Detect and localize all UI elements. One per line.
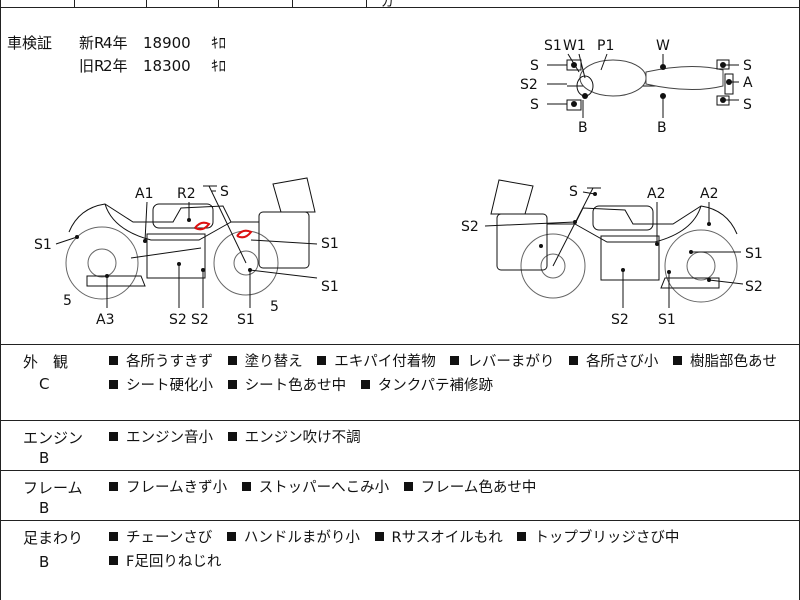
section-items: チェーンさび ハンドルまがり小 Rサスオイルもれ トップブリッジさび中 F足回り… xyxy=(105,526,795,574)
inspection-new-kind: 新R xyxy=(79,34,105,52)
inspection-info: 車検証 新R 4年 18900 ｷﾛ 旧R 2年 18300 ｷﾛ xyxy=(7,32,241,76)
lbl-left-5-a: 5 xyxy=(63,293,72,309)
condition-item: 各所うすきず xyxy=(105,354,213,370)
condition-item: エンジン音小 xyxy=(105,430,213,446)
lbl-left-S: S xyxy=(220,184,229,200)
header-cell xyxy=(147,0,219,8)
lbl-left-A3: A3 xyxy=(96,312,114,328)
header-cell xyxy=(75,0,147,8)
condition-item: F足回りねじれ xyxy=(105,554,221,570)
lbl-right-S1-a: S1 xyxy=(745,246,763,262)
section-frame: フレーム B フレームきず小 ストッパーへこみ小 フレーム色あせ中 xyxy=(1,471,800,521)
inspection-new-unit: ｷﾛ xyxy=(211,34,227,52)
lbl-top-W: W xyxy=(656,38,670,54)
header-strip: ガ xyxy=(1,0,800,10)
header-cell xyxy=(1,0,75,8)
section-suspension: 足まわり B チェーンさび ハンドルまがり小 Rサスオイルもれ トップブリッジさ… xyxy=(1,521,800,600)
condition-item: 樹脂部色あせ xyxy=(669,354,777,370)
section-category: フレーム xyxy=(23,479,83,497)
section-category: 外 観 xyxy=(23,353,69,371)
lbl-left-A1: A1 xyxy=(135,186,153,202)
lbl-left-S1-d: S1 xyxy=(321,279,339,295)
section-category: エンジン xyxy=(23,429,84,447)
bike-left-view: A1 R2 S S1 5 A3 S2 S2 S1 5 S1 S1 xyxy=(34,177,339,328)
condition-item: ハンドルまがり小 xyxy=(223,530,360,546)
lbl-top-S-c: S xyxy=(743,58,752,74)
section-exterior: 外 観 C 各所うすきず 塗り替え エキパイ付着物 レバーまがり 各所さび小 樹… xyxy=(1,345,800,421)
section-category: 足まわり xyxy=(23,529,84,547)
header-fragment: ガ xyxy=(381,0,395,10)
bike-right-view: S A2 A2 S2 S1 S2 S2 S1 xyxy=(461,179,763,328)
lbl-top-S-d: S xyxy=(743,97,752,113)
condition-item: Rサスオイルもれ xyxy=(371,530,503,546)
condition-item: 塗り替え xyxy=(224,354,303,370)
lbl-top-A: A xyxy=(743,75,753,91)
lbl-left-S2-a: S2 xyxy=(169,312,187,328)
header-cell xyxy=(219,0,293,8)
condition-item: 各所さび小 xyxy=(565,354,658,370)
lbl-top-W1: W1 xyxy=(563,38,586,54)
lbl-top-P1: P1 xyxy=(597,38,614,54)
condition-item: シート硬化小 xyxy=(105,378,213,394)
lbl-top-S1: S1 xyxy=(544,38,562,54)
lbl-top-B-b: B xyxy=(657,120,667,136)
lbl-left-5-b: 5 xyxy=(270,299,279,315)
lbl-right-S2-b: S2 xyxy=(745,279,763,295)
lbl-right-S: S xyxy=(569,184,578,200)
lbl-top-S-b: S xyxy=(530,97,539,113)
section-items: 各所うすきず 塗り替え エキパイ付着物 レバーまがり 各所さび小 樹脂部色あせ … xyxy=(105,350,795,398)
inspection-old-unit: ｷﾛ xyxy=(211,57,227,75)
diagram-area: 車検証 新R 4年 18900 ｷﾛ 旧R 2年 18300 ｷﾛ xyxy=(1,8,800,345)
lbl-left-S1-c: S1 xyxy=(321,236,339,252)
condition-item: トップブリッジさび中 xyxy=(513,530,679,546)
section-items: フレームきず小 ストッパーへこみ小 フレーム色あせ中 xyxy=(105,476,795,500)
lbl-right-A2-a: A2 xyxy=(647,186,665,202)
section-items: エンジン音小 エンジン吹け不調 xyxy=(105,426,795,450)
lbl-right-S2-c: S2 xyxy=(611,312,629,328)
inspection-old-years: 2年 xyxy=(103,57,128,75)
lbl-left-R2: R2 xyxy=(177,186,196,202)
section-grade: B xyxy=(39,449,50,467)
damage-diagram: S1 W1 P1 W S S2 S B B S A S xyxy=(34,38,763,328)
lbl-left-S1-a: S1 xyxy=(34,237,52,253)
section-grade: B xyxy=(39,553,50,571)
condition-item: チェーンさび xyxy=(105,530,212,546)
lbl-right-A2-b: A2 xyxy=(700,186,718,202)
lbl-top-S-a: S xyxy=(530,58,539,74)
condition-item: フレームきず小 xyxy=(105,480,227,496)
condition-item: レバーまがり xyxy=(446,354,554,370)
lbl-right-S2-a: S2 xyxy=(461,219,479,235)
bike-top-view: S1 W1 P1 W S S2 S B B S A S xyxy=(520,38,753,136)
inspection-old-price: 18300 xyxy=(143,57,191,75)
header-cell xyxy=(293,0,367,8)
inspection-old-kind: 旧R xyxy=(79,57,105,75)
lbl-left-S2-b: S2 xyxy=(191,312,209,328)
lbl-right-S1-b: S1 xyxy=(658,312,676,328)
section-grade: C xyxy=(39,375,50,393)
inspection-new-price: 18900 xyxy=(143,34,191,52)
lbl-top-S2: S2 xyxy=(520,77,538,93)
condition-item: フレーム色あせ中 xyxy=(400,480,536,496)
inspection-label: 車検証 xyxy=(7,34,53,52)
condition-item: タンクパテ補修跡 xyxy=(357,378,493,394)
condition-item: シート色あせ中 xyxy=(224,378,346,394)
inspection-new-years: 4年 xyxy=(103,34,128,52)
section-grade: B xyxy=(39,499,50,517)
condition-item: エンジン吹け不調 xyxy=(224,430,361,446)
lbl-top-B-a: B xyxy=(578,120,588,136)
section-engine: エンジン B エンジン音小 エンジン吹け不調 xyxy=(1,421,800,471)
condition-item: ストッパーへこみ小 xyxy=(238,480,389,496)
lbl-left-S1-b: S1 xyxy=(237,312,255,328)
condition-item: エキパイ付着物 xyxy=(313,354,436,370)
